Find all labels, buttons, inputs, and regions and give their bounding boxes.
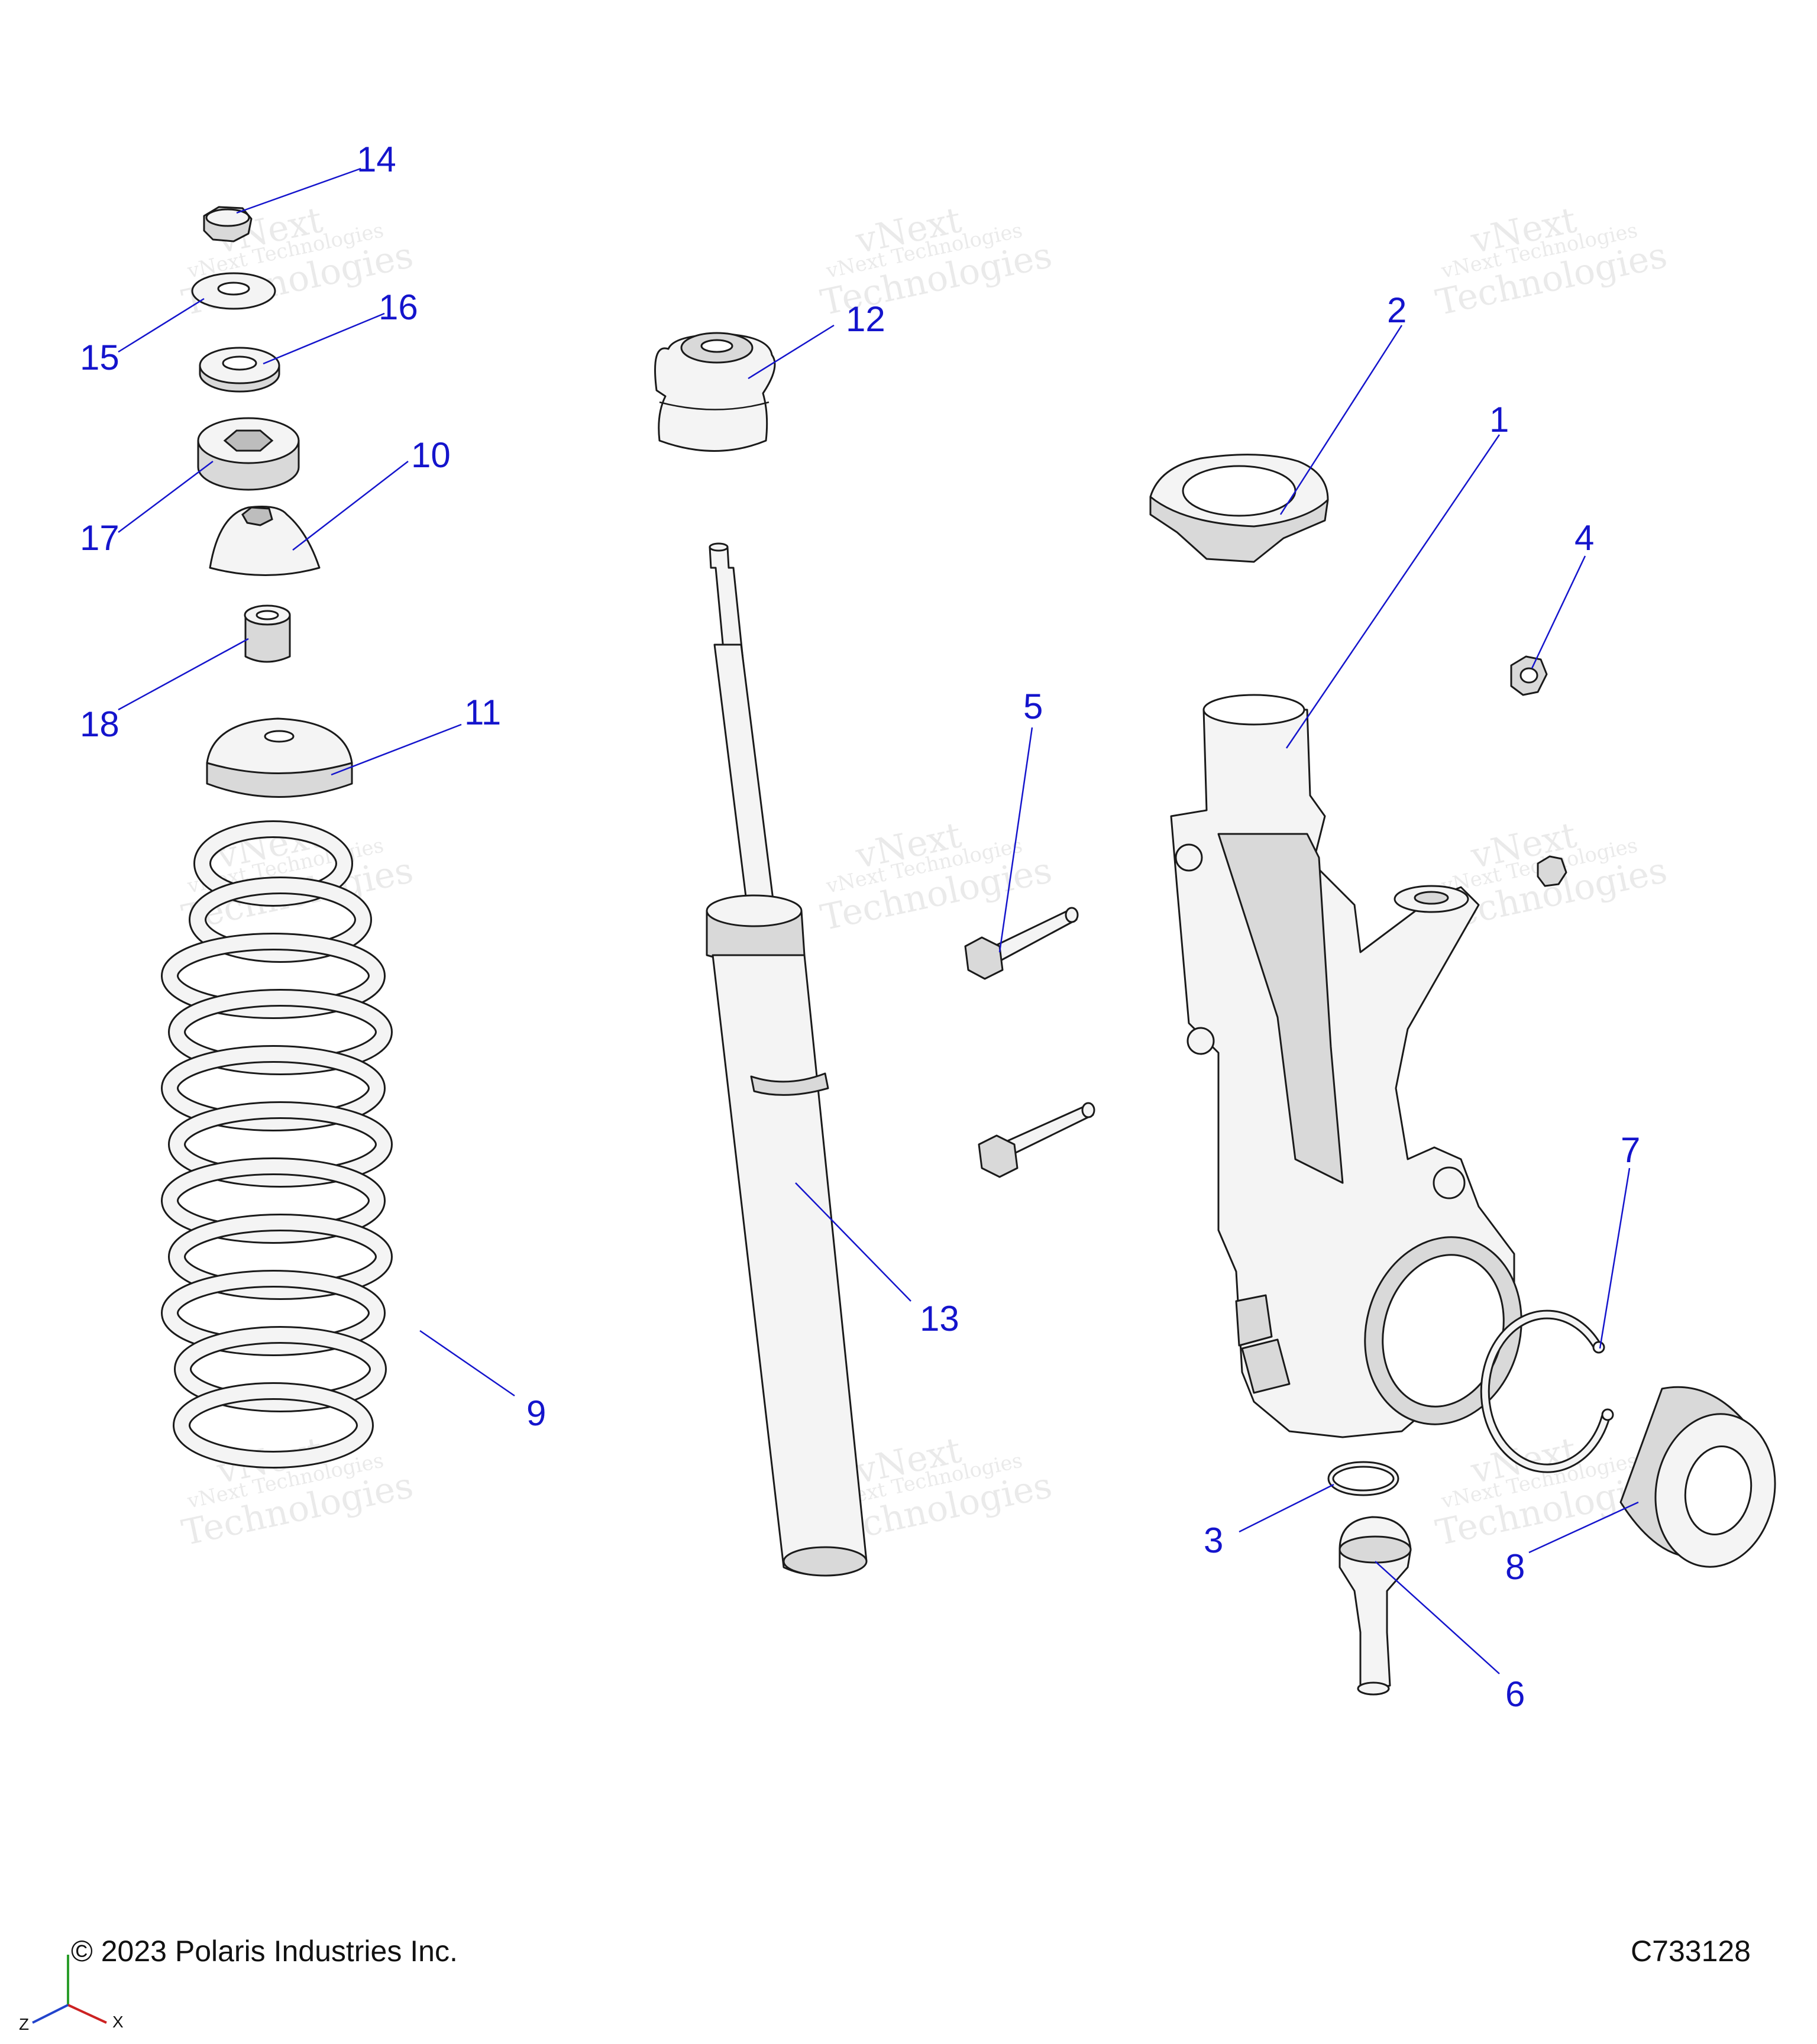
part-16-washer (199, 347, 280, 393)
callout-6: 6 (1505, 1674, 1525, 1714)
callout-5: 5 (1023, 687, 1043, 726)
part-4-nut-installed (1537, 855, 1567, 887)
leader-4 (1531, 555, 1586, 669)
leader-8 (1528, 1501, 1639, 1554)
callout-9: 9 (526, 1393, 546, 1433)
leader-9 (419, 1330, 515, 1397)
callout-12: 12 (846, 299, 885, 339)
leader-7 (1599, 1167, 1631, 1349)
leader-14 (236, 167, 361, 214)
spring-coil-face (170, 1103, 391, 1186)
part-12-bump-stop (654, 332, 776, 452)
spring-coil-face (163, 1159, 384, 1242)
leader-16 (263, 312, 385, 365)
z-axis-line (32, 2004, 69, 2024)
part-18-sleeve (244, 604, 291, 663)
spring-coil-face (163, 1272, 384, 1354)
leader-6 (1375, 1561, 1500, 1674)
part-8-bearing (1619, 1386, 1776, 1568)
copyright-text: © 2023 Polaris Industries Inc. (71, 1935, 458, 1968)
leader-13 (795, 1182, 911, 1302)
spring-coil-face (170, 991, 391, 1073)
callout-4: 4 (1574, 518, 1594, 558)
callout-1: 1 (1489, 400, 1509, 439)
leader-5 (998, 727, 1033, 953)
part-4-nut (1510, 655, 1548, 696)
part-14-nut (203, 206, 253, 242)
leader-17 (118, 461, 214, 533)
callout-15: 15 (80, 338, 119, 377)
watermark: vNext Technologies vNext Technologies (178, 1429, 416, 1554)
part-17-mount (197, 417, 300, 491)
part-13-strut (706, 542, 868, 1577)
callout-labels: 14 15 16 17 10 18 11 9 12 13 5 2 1 4 7 3… (80, 140, 1640, 1714)
spring-coil-face (190, 878, 370, 961)
leader-10 (292, 461, 409, 551)
axis-triad: Z X (19, 1955, 124, 2033)
drawing-number: C733128 (1631, 1935, 1751, 1968)
watermark: vNext Technologies vNext Technologies (817, 199, 1055, 324)
callout-16: 16 (379, 287, 418, 327)
x-axis-line (67, 2004, 107, 2024)
part-1-knuckle (1170, 694, 1522, 1438)
part-2-spring-perch (1149, 454, 1329, 563)
callout-17: 17 (80, 518, 119, 558)
callout-18: 18 (80, 704, 119, 744)
leader-18 (118, 638, 249, 711)
leader-3 (1239, 1483, 1334, 1533)
callout-14: 14 (357, 140, 396, 179)
leader-lines (118, 167, 1639, 1674)
spring-coil-face (195, 822, 351, 905)
leader-11 (331, 723, 462, 776)
part-9-coil-spring (161, 820, 393, 1469)
x-axis-label: X (112, 2013, 124, 2031)
leader-15 (118, 297, 205, 353)
part-15-washer (191, 272, 276, 310)
spring-coil-face (170, 1215, 391, 1298)
callout-7: 7 (1621, 1130, 1640, 1170)
callout-2: 2 (1387, 290, 1407, 330)
callout-11: 11 (464, 693, 501, 732)
callout-13: 13 (920, 1299, 959, 1338)
spring-coil-face (174, 1384, 372, 1467)
leader-1 (1285, 434, 1501, 749)
part-10-dome (209, 506, 321, 576)
spring-coil-face (163, 1047, 384, 1130)
part-11-spring-seat (206, 717, 353, 798)
spring-coil-face (176, 1328, 385, 1411)
watermark: vNext Technologies vNext Technologies (817, 814, 1055, 939)
part-3-snap-ring (1327, 1461, 1399, 1496)
leader-12 (748, 324, 835, 380)
part-5-bolt-lower (978, 1102, 1095, 1178)
spring-coil-face (163, 934, 384, 1017)
callout-8: 8 (1505, 1547, 1525, 1587)
z-axis-label: Z (19, 2015, 29, 2033)
part-5-bolt (964, 907, 1079, 980)
leader-2 (1279, 325, 1403, 515)
part-7-snap-ring (1480, 1309, 1614, 1473)
callout-10: 10 (411, 435, 451, 475)
callout-3: 3 (1204, 1521, 1223, 1560)
watermark: vNext Technologies vNext Technologies (1432, 199, 1670, 324)
part-6-ball-joint (1338, 1516, 1412, 1696)
